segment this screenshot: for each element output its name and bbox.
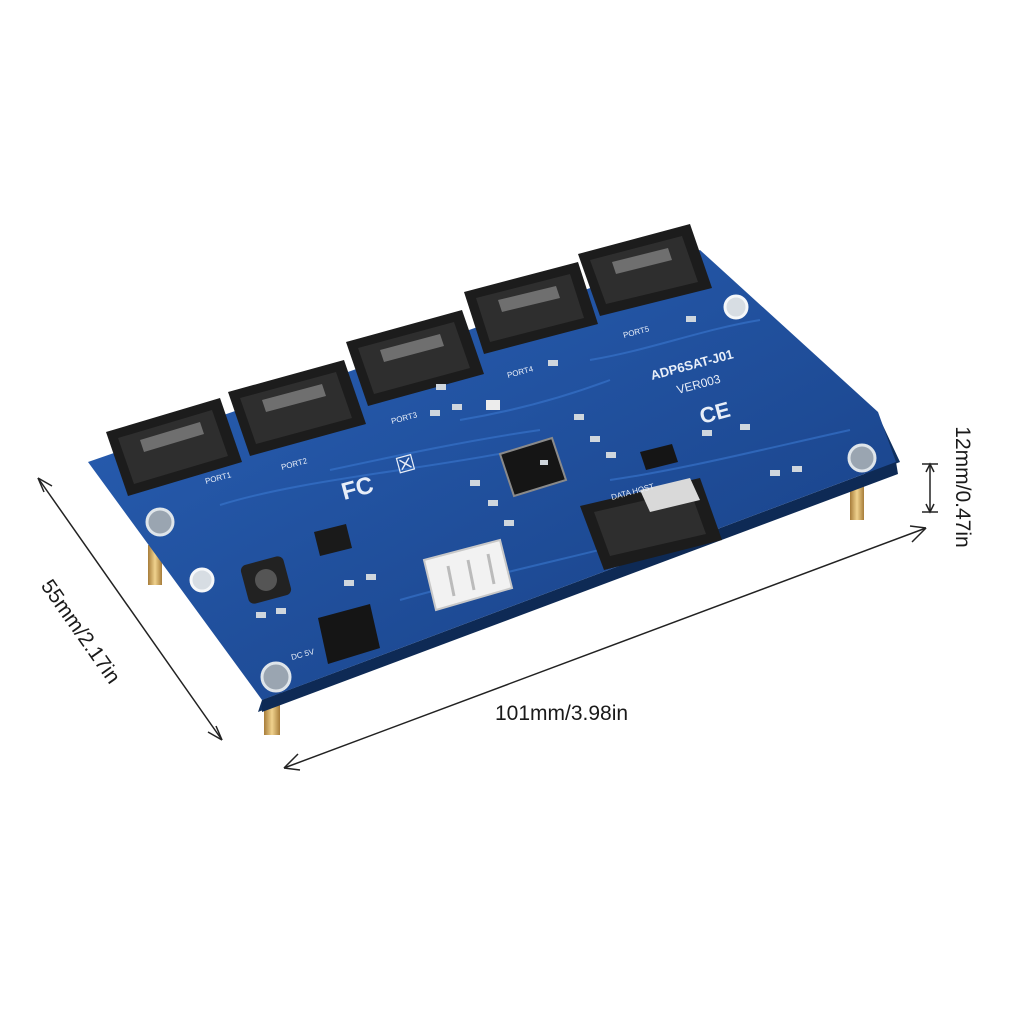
height-dimension-label: 12mm/0.47in bbox=[951, 426, 974, 548]
sata-host-port bbox=[580, 478, 722, 570]
sata-port-1 bbox=[106, 398, 242, 496]
screw-icon bbox=[847, 443, 877, 473]
mounting-holes bbox=[145, 294, 877, 693]
screw-icon bbox=[145, 507, 175, 537]
sata-port-2 bbox=[228, 360, 366, 456]
small-chip bbox=[640, 444, 678, 470]
length-dimension-label: 101mm/3.98in bbox=[495, 702, 629, 725]
pcb-edge-front bbox=[262, 462, 898, 712]
dc-jack bbox=[318, 604, 380, 664]
sata-ports bbox=[106, 224, 722, 570]
mounting-hole bbox=[723, 294, 749, 320]
inductor bbox=[240, 556, 292, 604]
dimension-lines bbox=[37, 462, 938, 771]
smd-components bbox=[256, 316, 802, 618]
power-connector bbox=[422, 538, 514, 612]
sata-port-4 bbox=[464, 262, 598, 354]
voltage-regulator bbox=[314, 524, 352, 556]
sata-port-5 bbox=[578, 224, 712, 316]
mounting-hole bbox=[189, 567, 215, 593]
width-dimension-line bbox=[37, 477, 223, 741]
screw-icon bbox=[260, 661, 292, 693]
length-dimension-line bbox=[283, 527, 927, 769]
sata-port-3 bbox=[346, 310, 484, 406]
controller-chip bbox=[498, 436, 678, 498]
